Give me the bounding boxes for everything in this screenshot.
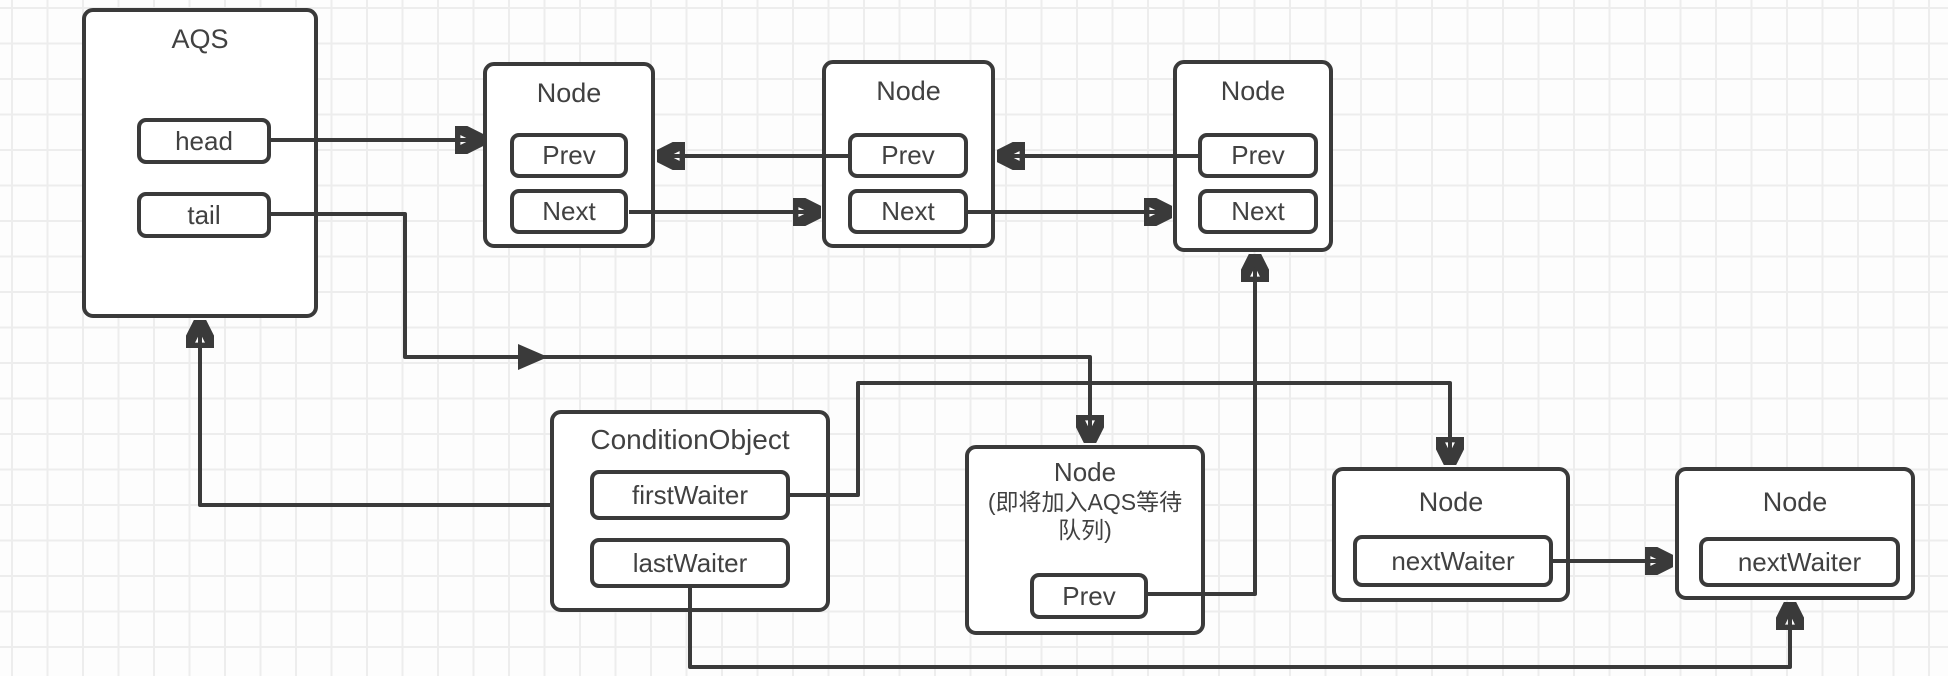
aqs-title: AQS xyxy=(171,24,229,54)
mid-arrowhead-tail-line xyxy=(518,344,548,370)
sync-node-2: Node Prev Next xyxy=(822,60,995,248)
waiter-node-1-title: Node xyxy=(1418,487,1484,517)
condition-object-box: ConditionObject firstWaiter lastWaiter xyxy=(550,410,830,612)
sync-node-3-prev-field: Prev xyxy=(1198,133,1318,178)
waiter-node-2: Node nextWaiter xyxy=(1675,467,1915,600)
first-waiter-field: firstWaiter xyxy=(590,470,790,520)
sync-node-2-prev-field: Prev xyxy=(848,133,968,178)
sync-node-3-title: Node xyxy=(1220,76,1286,106)
sync-node-2-next-field: Next xyxy=(848,189,968,234)
sync-node-1-prev-field: Prev xyxy=(510,133,628,178)
aqs-head-field: head xyxy=(137,118,271,164)
sync-node-3-next-field: Next xyxy=(1198,189,1318,234)
condition-object-title: ConditionObject xyxy=(590,424,790,455)
aqs-tail-field: tail xyxy=(137,192,271,238)
sync-node-1-next-field: Next xyxy=(510,189,628,234)
pending-node-prev-field: Prev xyxy=(1030,573,1148,619)
arrow-lastwaiter-to-waiter2 xyxy=(688,588,1790,669)
waiter-node-1: Node nextWaiter xyxy=(1332,467,1570,602)
waiter-node-2-nextwaiter-field: nextWaiter xyxy=(1699,537,1900,587)
aqs-box: AQS head tail xyxy=(82,8,318,318)
pending-node-title: Node xyxy=(1053,457,1117,487)
sync-node-2-title: Node xyxy=(876,76,941,106)
sync-node-1-title: Node xyxy=(536,78,602,108)
sync-node-3: Node Prev Next xyxy=(1173,60,1333,252)
pending-node-box: Node (即将加入AQS等待 队列) Prev xyxy=(965,445,1205,635)
pending-node-subtitle-1: (即将加入AQS等待 xyxy=(987,489,1183,515)
waiter-node-2-title: Node xyxy=(1762,487,1828,517)
waiter-node-1-nextwaiter-field: nextWaiter xyxy=(1353,535,1553,587)
arrow-conditionobject-to-aqs xyxy=(200,323,550,507)
sync-node-1: Node Prev Next xyxy=(483,62,655,248)
pending-node-subtitle-2: 队列) xyxy=(1058,517,1112,543)
last-waiter-field: lastWaiter xyxy=(590,538,790,588)
